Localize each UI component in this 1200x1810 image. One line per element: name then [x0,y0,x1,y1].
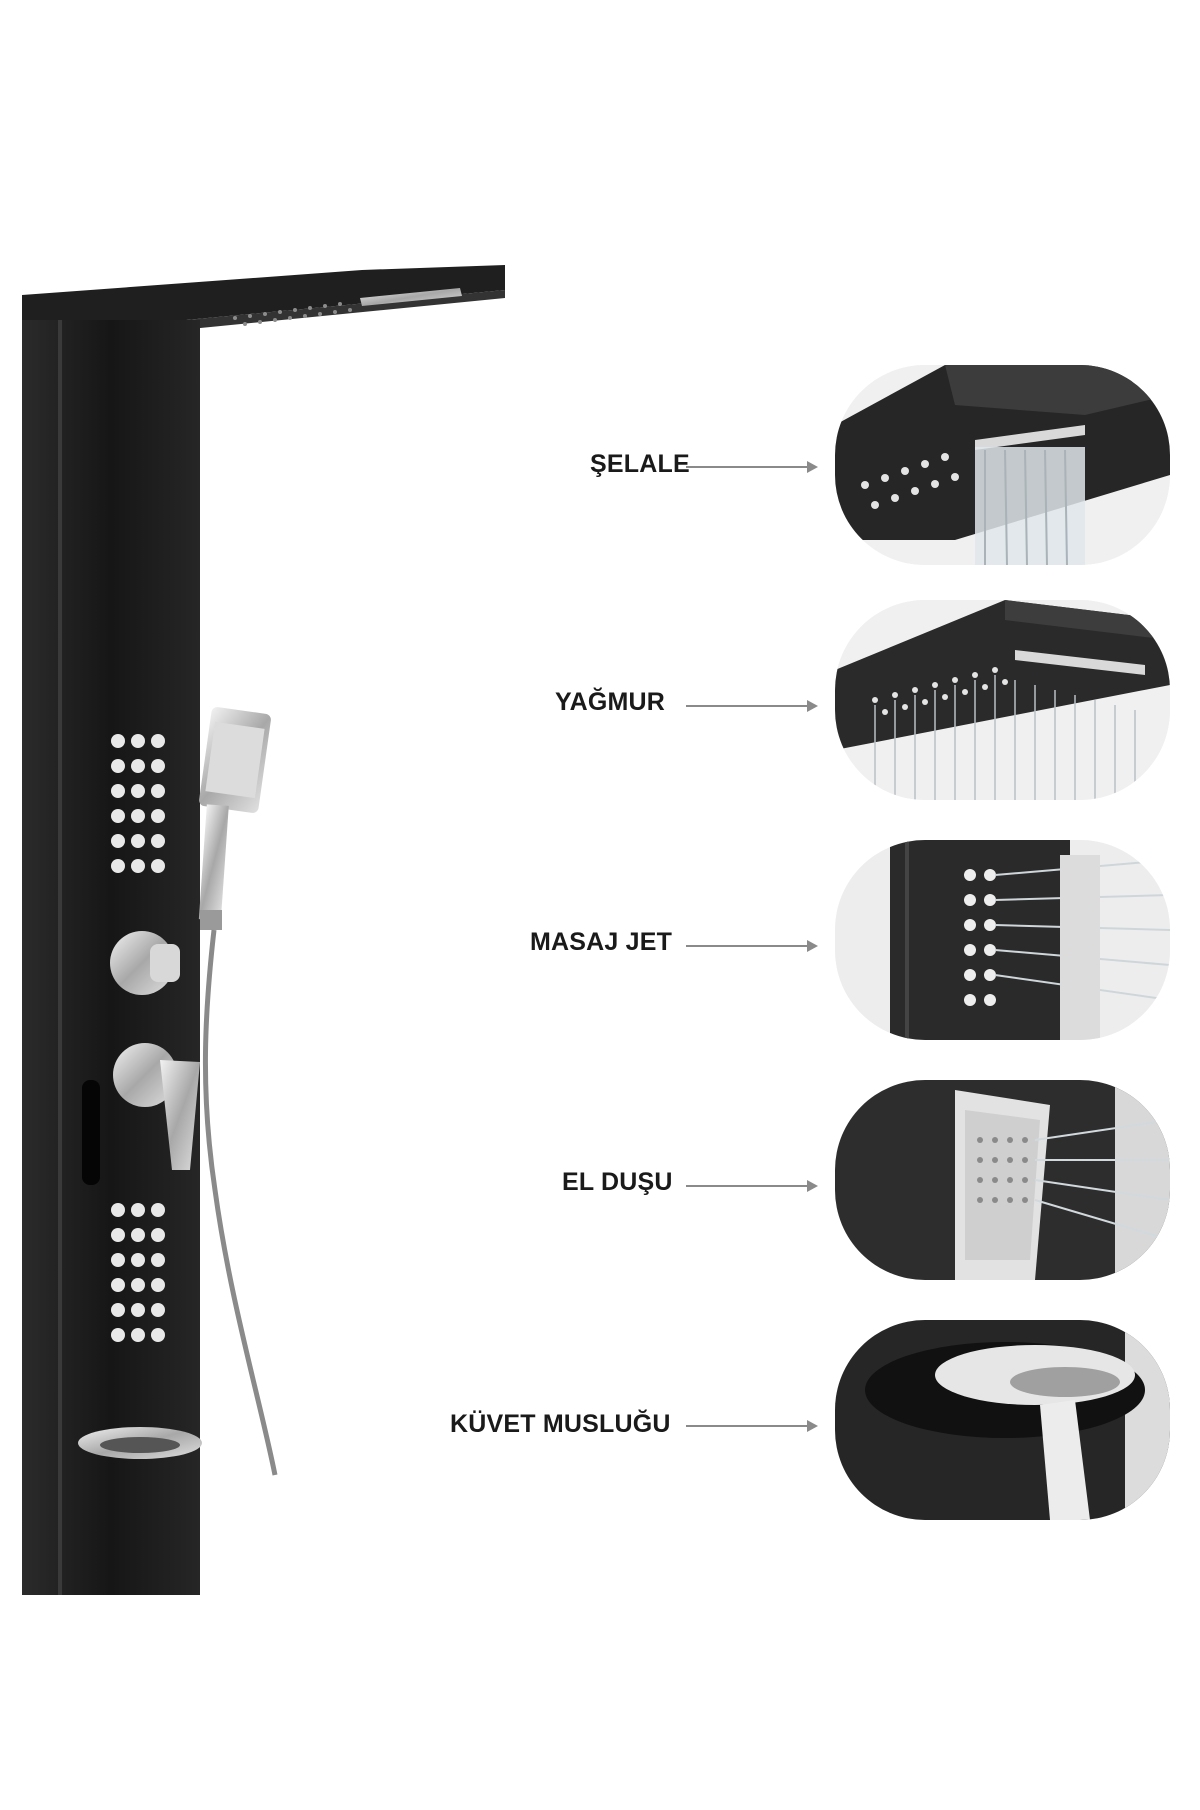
feature-label-tub-spout: KÜVET MUSLUĞU [450,1410,671,1438]
arrow-waterfall [686,461,818,473]
massage-jets-detail [835,840,1170,1040]
diverter-knob [150,944,180,982]
tub-spout-detail [835,1320,1170,1520]
feature-label-waterfall: ŞELALE [590,450,690,478]
waterfall-head-detail [835,365,1170,565]
upper-jets [111,734,165,873]
mixer-lever [160,1060,200,1170]
shower-hose [202,929,278,1476]
mixer-base [113,1043,177,1107]
top-head-shape [22,265,505,322]
rain-head-detail [835,600,1170,800]
arrow-hand-shower [686,1180,818,1192]
feature-label-hand-shower: EL DUŞU [562,1168,673,1196]
hand-shower-detail [835,1080,1170,1280]
tub-spout-opening [100,1437,180,1453]
feature-label-rain: YAĞMUR [555,688,666,716]
lower-jets [111,1203,165,1342]
arrow-rain [686,700,818,712]
rain-nozzles [233,302,352,326]
feature-label-massage-jet: MASAJ JET [530,928,673,956]
shower-panel-illustration [22,265,505,1595]
arrow-massage-jet [686,940,818,952]
arrow-tub-spout [686,1420,818,1432]
hand-shower [198,707,271,930]
lever-slot [82,1080,100,1185]
panel-edge [58,320,62,1595]
waterfall-blade [360,288,462,306]
